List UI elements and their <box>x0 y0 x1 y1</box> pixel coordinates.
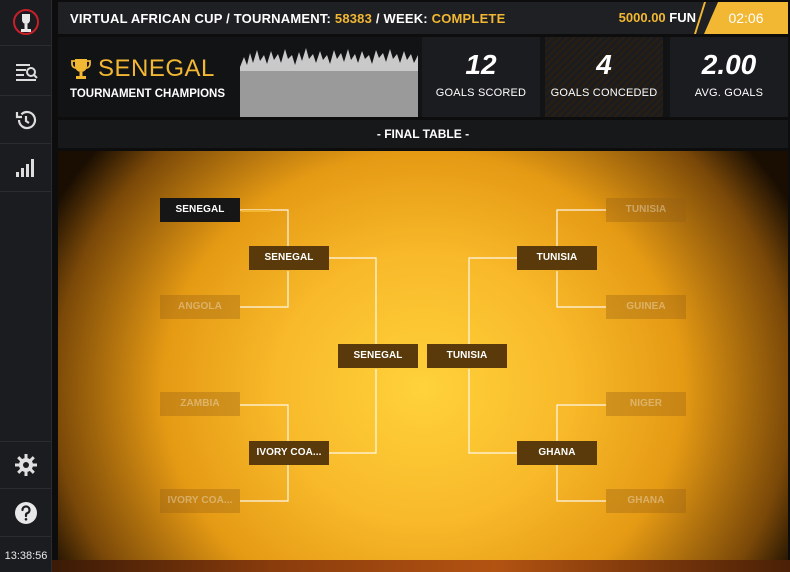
bracket-team-rs1: TUNISIA <box>517 246 597 270</box>
week-status: COMPLETE <box>431 10 506 26</box>
champion-team: SENEGAL <box>98 55 215 82</box>
bracket-team-rs2: GHANA <box>517 441 597 465</box>
bracket-team-lq4: IVORY COA... <box>160 489 240 513</box>
champion-panel: SENEGAL TOURNAMENT CHAMPIONS 12 GOALS SC… <box>58 37 788 117</box>
clock: 13:38:56 <box>4 550 48 562</box>
avg-goals-value: 2.00 <box>701 49 757 80</box>
champion-subtitle: TOURNAMENT CHAMPIONS <box>70 88 226 100</box>
settings-icon[interactable] <box>0 441 52 489</box>
countdown-timer: 02:06 <box>704 2 788 34</box>
bottom-decoration <box>52 560 790 572</box>
breadcrumb-prefix: VIRTUAL AFRICAN CUP / TOURNAMENT: <box>70 10 332 26</box>
goals-scored-value: 12 <box>465 49 497 80</box>
breadcrumb-week: / WEEK: <box>375 10 428 26</box>
bracket-team-final-left: SENEGAL <box>338 344 418 368</box>
tournament-id: 58383 <box>334 10 373 26</box>
goals-scored-label: GOALS SCORED <box>435 87 527 99</box>
stat-avg-goals: 2.00 AVG. GOALS <box>670 37 788 117</box>
final-table-title: - FINAL TABLE - <box>58 120 788 148</box>
bracket-team-ls1: SENEGAL <box>249 246 329 270</box>
bracket-team-final-right: TUNISIA <box>427 344 507 368</box>
tournament-logo-icon[interactable] <box>0 0 52 46</box>
balance-currency: FUN <box>669 10 696 25</box>
bracket-team-lq1: SENEGAL <box>160 198 240 222</box>
avg-goals-label: AVG. GOALS <box>694 87 764 99</box>
stat-goals-scored: 12 GOALS SCORED <box>422 37 540 117</box>
top-bar: VIRTUAL AFRICAN CUP / TOURNAMENT: 58383 … <box>58 2 788 34</box>
bracket-team-rq3: NIGER <box>606 392 686 416</box>
bracket-lines <box>240 209 606 502</box>
bracket-area: SENEGAL ANGOLA ZAMBIA IVORY COA... SENEG… <box>58 151 788 560</box>
bracket-team-rq2: GUINEA <box>606 295 686 319</box>
bracket-team-rq4: GHANA <box>606 489 686 513</box>
bracket-team-lq3: ZAMBIA <box>160 392 240 416</box>
breadcrumb: VIRTUAL AFRICAN CUP / TOURNAMENT: 58383 … <box>58 11 505 26</box>
balance: 5000.00 FUN <box>619 2 696 34</box>
winner-indicator <box>241 210 271 212</box>
balance-amount: 5000.00 <box>618 10 666 25</box>
sidebar: 13:38:56 <box>0 0 52 572</box>
stat-goals-conceded: 4 GOALS CONCEDED <box>545 37 663 117</box>
bracket-team-ls2: IVORY COA... <box>249 441 329 465</box>
goals-conceded-label: GOALS CONCEDED <box>550 87 658 99</box>
trophy-icon <box>71 59 91 79</box>
crowd-image <box>240 48 418 117</box>
standings-icon[interactable] <box>0 48 52 96</box>
history-icon[interactable] <box>0 96 52 144</box>
statistics-icon[interactable] <box>0 144 52 192</box>
bracket-team-rq1: TUNISIA <box>606 198 686 222</box>
goals-conceded-value: 4 <box>596 49 612 80</box>
bracket-team-lq2: ANGOLA <box>160 295 240 319</box>
help-icon[interactable] <box>0 489 52 537</box>
